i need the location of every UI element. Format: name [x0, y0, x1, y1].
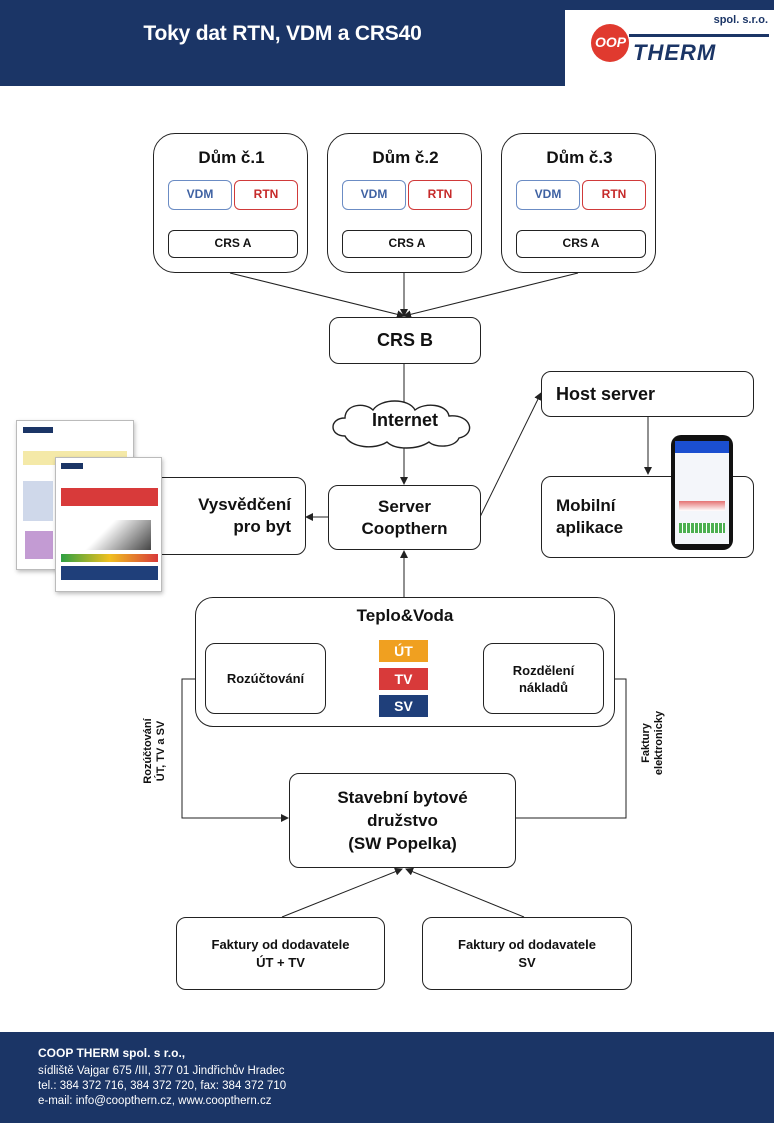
side-label-faktury: Faktury elektronicky: [640, 698, 670, 788]
logo-therm-text: THERM: [633, 40, 717, 65]
internet-label: Internet: [371, 410, 438, 430]
vdm-pill: VDM: [342, 180, 406, 210]
rozdeleni-nakladu-box: Rozdělení nákladů: [483, 643, 604, 714]
house-title: Dům č.1: [198, 148, 265, 167]
smartphone-icon: [671, 435, 733, 550]
rtn-pill: RTN: [408, 180, 472, 210]
crs-a-box: CRS A: [342, 230, 472, 258]
arrow-fakt1-sbd: [281, 867, 403, 918]
tv-tag: TV: [379, 668, 428, 690]
footer-address: sídliště Vajgar 675 /III, 377 01 Jindřic…: [38, 1065, 285, 1077]
footer-bar: COOP THERM spol. s r.o., sídliště Vajgar…: [0, 1032, 774, 1123]
side-left-line1: Rozúčtování: [142, 718, 154, 784]
vdm-pill: VDM: [516, 180, 580, 210]
server-coopthern-box: Server Coopthern: [328, 485, 481, 550]
side-right-line2: elektronicky: [653, 710, 665, 776]
footer-company: COOP THERM spol. s r.o.,: [38, 1046, 186, 1060]
footer-phone: tel.: 384 372 716, 384 372 720, fax: 384…: [38, 1080, 287, 1092]
teplo-voda-title: Teplo&Voda: [356, 606, 454, 625]
logo-circle-icon: [591, 24, 629, 62]
faktury-ut-tv-box: Faktury od dodavatele ÚT + TV: [176, 917, 385, 990]
fakt1-line2: ÚT + TV: [256, 954, 305, 970]
fakt1-line1: Faktury od dodavatele: [211, 936, 350, 952]
rozuctovani-box: Rozúčtování: [205, 643, 326, 714]
internet-cloud-icon: [332, 400, 471, 449]
arrow-house3-crsb: [403, 272, 579, 319]
company-logo: spol. s.r.o. OOP THERM: [565, 10, 774, 86]
house-2: Dům č.2 VDM RTN CRS A: [327, 133, 482, 273]
arrow-right-loop: [516, 675, 627, 819]
rozdeleni-line2: nákladů: [518, 679, 569, 695]
logo-coop-text: OOP: [595, 34, 627, 50]
sbd-box: Stavební bytové družstvo (SW Popelka): [289, 773, 516, 868]
footer-contact: e-mail: info@coopthern.cz, www.coopthern…: [38, 1095, 272, 1107]
vysvedceni-line2: pro byt: [233, 517, 291, 536]
sbd-line3: (SW Popelka): [348, 834, 457, 853]
vysvedceni-box: Vysvědčení pro byt: [153, 477, 306, 555]
server-line1: Server: [378, 496, 431, 516]
faktury-sv-box: Faktury od dodavatele SV: [422, 917, 632, 990]
crs-b-box: CRS B: [329, 317, 481, 364]
arrow-house1-crsb: [229, 272, 405, 319]
sv-tag: SV: [379, 695, 428, 717]
fakt2-line1: Faktury od dodavatele: [458, 936, 596, 952]
report-document-front: [55, 457, 162, 592]
side-label-rozuctovani: Rozúčtování ÚT, TV a SV: [142, 706, 172, 796]
mobil-line2: aplikace: [556, 518, 624, 537]
house-title: Dům č.3: [546, 148, 613, 167]
fakt2-line2: SV: [518, 954, 536, 970]
house-3: Dům č.3 VDM RTN CRS A: [501, 133, 656, 273]
logo-bar: [629, 34, 769, 37]
side-left-line2: ÚT, TV a SV: [155, 720, 167, 782]
rtn-pill: RTN: [582, 180, 646, 210]
phone-screen: [675, 441, 729, 544]
sbd-line1: Stavební bytové: [337, 788, 468, 807]
ut-tag: ÚT: [379, 640, 428, 662]
crs-a-box: CRS A: [516, 230, 646, 258]
logo-spol-text: spol. s.r.o.: [713, 14, 768, 26]
crs-a-box: CRS A: [168, 230, 298, 258]
vysvedceni-line1: Vysvědčení: [198, 495, 291, 514]
mobil-line1: Mobilní: [556, 496, 616, 515]
server-line2: Coopthern: [361, 518, 448, 538]
vdm-pill: VDM: [168, 180, 232, 210]
house-title: Dům č.2: [372, 148, 439, 167]
arrow-fakt2-sbd: [405, 867, 525, 918]
page-title: Toky dat RTN, VDM a CRS40: [143, 22, 422, 45]
house-1: Dům č.1 VDM RTN CRS A: [153, 133, 308, 273]
arrow-server-host: [479, 392, 542, 518]
rtn-pill: RTN: [234, 180, 298, 210]
sbd-line2: družstvo: [367, 811, 438, 830]
rozdeleni-line1: Rozdělení: [512, 662, 575, 678]
host-server-box: Host server: [541, 371, 754, 417]
arrow-left-loop: [181, 678, 289, 822]
side-right-line1: Faktury: [640, 723, 652, 763]
